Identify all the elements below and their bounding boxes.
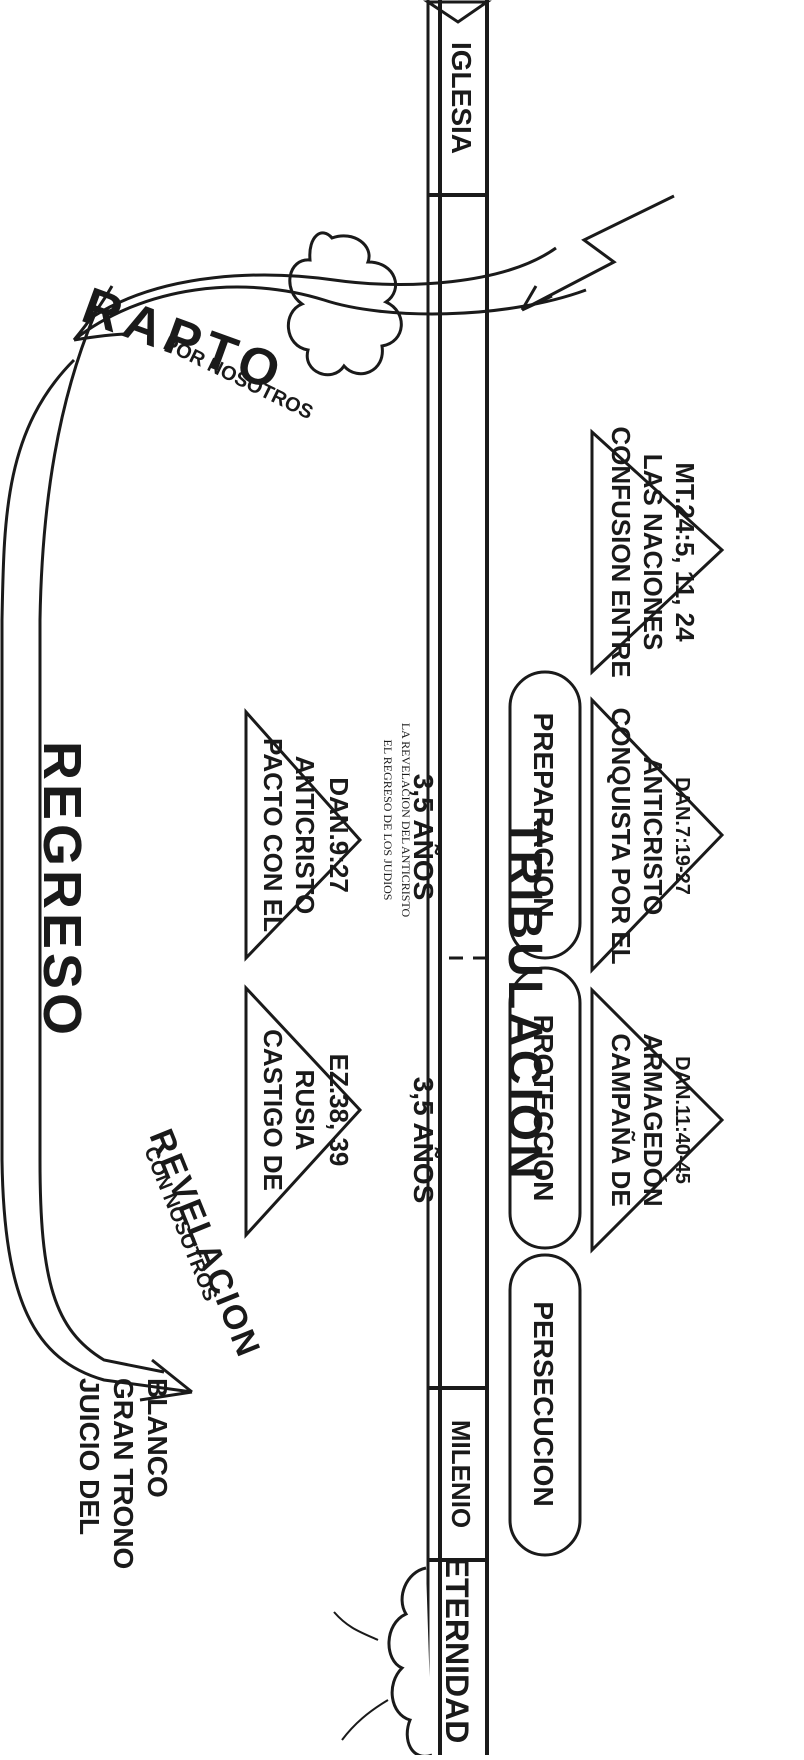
castigo-line-1: CASTIGO DE: [258, 1029, 288, 1191]
timeline-label-eternidad: ETERNIDAD: [439, 1557, 475, 1744]
juicio-line-2: GRAN TRONO: [108, 1378, 139, 1569]
castigo-line-2: RUSIA: [290, 1070, 320, 1151]
juicio-line-3: BLANCO: [142, 1378, 173, 1498]
confusion-reference: MT.24:5, 11, 24: [670, 462, 700, 642]
second-half-years-label: 3,5 AÑOS: [408, 1077, 439, 1204]
revelacion-anticristo-note: LA REVELACION DEL ANTICRISTO: [399, 723, 413, 918]
rapto-lightning-arrow: [522, 196, 674, 310]
juicio-gran-trono-label: JUICIO DEL GRAN TRONO BLANCO: [74, 1378, 173, 1569]
juicio-line-1: JUICIO DEL: [74, 1378, 105, 1535]
pacto-line-2: ANTICRISTO: [290, 756, 320, 914]
eternity-cloud-icon: [389, 1568, 432, 1755]
rapture-cloud-icon: [288, 233, 401, 375]
lower-triangle-conquista: CONQUISTA POR EL ANTICRISTO DAN.7:19-27: [592, 700, 722, 970]
regreso-label: REGRESO: [32, 741, 92, 1039]
conquista-line-2: ANTICRISTO: [638, 757, 668, 915]
lower-triangle-campana: CAMPAÑA DE ARMAGEDÓN DAN.11:40-45: [592, 990, 722, 1250]
rotated-diagram-frame: IGLESIA TRIBULACION MILENIO ETERNIDAD RA…: [2, 0, 722, 1755]
confusion-line-1: CONFUSION ENTRE: [606, 426, 636, 677]
pacto-reference: DAN.9:27: [324, 777, 354, 893]
pacto-line-1: PACTO CON EL: [258, 738, 288, 932]
conquista-reference: DAN.7:19-27: [671, 777, 693, 895]
phase-label-proteccion: PROTECCION: [528, 1015, 559, 1202]
lower-triangle-confusion: CONFUSION ENTRE LAS NACIONES MT.24:5, 11…: [592, 426, 722, 677]
castigo-reference: EZ.38, 39: [324, 1054, 354, 1167]
phase-label-preparacion: PREPARACION: [528, 713, 559, 918]
iglesia-arrow-tail: [428, 2, 487, 22]
phase-label-persecucion: PERSECUCION: [528, 1301, 559, 1506]
upper-triangle-castigo: CASTIGO DE RUSIA EZ.38, 39: [246, 988, 360, 1235]
conquista-line-1: CONQUISTA POR EL: [606, 707, 636, 964]
confusion-line-2: LAS NACIONES: [638, 454, 668, 650]
campana-line-1: CAMPAÑA DE: [606, 1033, 636, 1206]
timeline-label-iglesia: IGLESIA: [446, 42, 477, 154]
regreso-judios-note: EL REGRESO DE LOS JUDIOS: [381, 740, 395, 901]
upper-triangle-pacto: PACTO CON EL ANTICRISTO DAN.9:27: [246, 712, 360, 958]
campana-reference: DAN.11:40-45: [671, 1056, 693, 1184]
campana-line-2: ARMAGEDÓN: [638, 1033, 668, 1206]
timeline-label-milenio: MILENIO: [446, 1420, 476, 1528]
regreso-arc-outer: [2, 360, 192, 1400]
eternity-cloud-rays-icon: [334, 1612, 388, 1740]
